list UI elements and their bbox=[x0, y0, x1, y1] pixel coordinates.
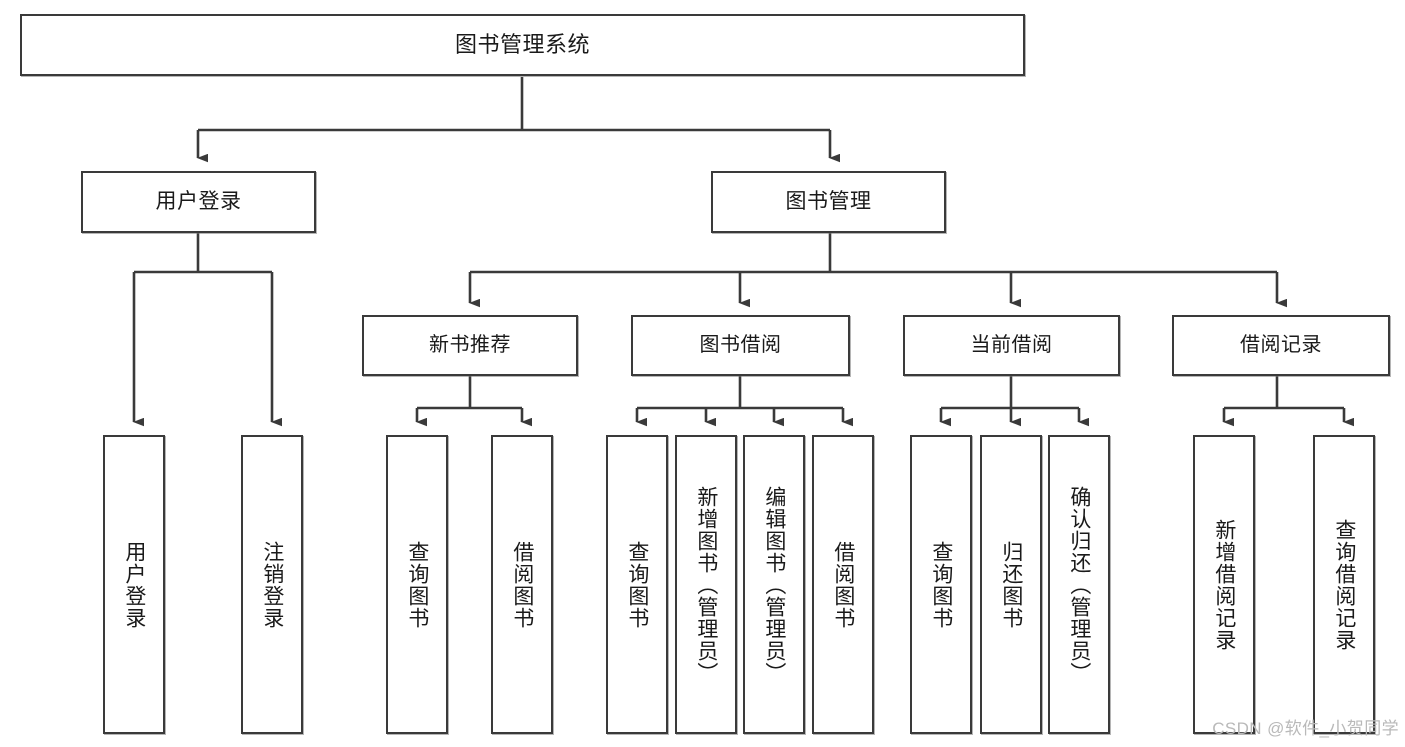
node-leaf-query-book-1[interactable]: 查询图书 bbox=[386, 435, 448, 734]
node-leaf-user-logout-label: 注销登录 bbox=[260, 540, 284, 629]
node-leaf-edit-book[interactable]: 编辑图书（管理员） bbox=[743, 435, 805, 734]
node-leaf-user-logout[interactable]: 注销登录 bbox=[241, 435, 303, 734]
node-leaf-add-record[interactable]: 新增借阅记录 bbox=[1193, 435, 1255, 734]
node-root-book-management-system[interactable]: 图书管理系统 bbox=[20, 14, 1025, 76]
node-branch-book-manage[interactable]: 图书管理 bbox=[711, 171, 946, 233]
node-leaf-borrow-book-2-label: 借阅图书 bbox=[831, 540, 855, 629]
node-leaf-borrow-book-1-label: 借阅图书 bbox=[510, 540, 534, 629]
node-leaf-borrow-book-2[interactable]: 借阅图书 bbox=[812, 435, 874, 734]
node-leaf-confirm-return-label: 确认归还（管理员） bbox=[1067, 485, 1091, 684]
node-leaf-query-book-2-label: 查询图书 bbox=[625, 540, 649, 629]
node-leaf-return-book-label: 归还图书 bbox=[999, 540, 1023, 629]
node-root-label: 图书管理系统 bbox=[454, 31, 590, 57]
node-leaf-confirm-return[interactable]: 确认归还（管理员） bbox=[1048, 435, 1110, 734]
csdn-watermark: CSDN @软件_小贺同学 bbox=[1212, 719, 1399, 738]
node-leaf-add-record-label: 新增借阅记录 bbox=[1212, 518, 1236, 651]
node-group-current-borrow[interactable]: 当前借阅 bbox=[903, 315, 1120, 376]
node-branch-book-manage-label: 图书管理 bbox=[785, 190, 872, 214]
node-leaf-add-book[interactable]: 新增图书（管理员） bbox=[675, 435, 737, 734]
node-leaf-borrow-book-1[interactable]: 借阅图书 bbox=[491, 435, 553, 734]
node-leaf-query-book-1-label: 查询图书 bbox=[405, 540, 429, 629]
node-group-new-book-recommend-label: 新书推荐 bbox=[429, 334, 511, 357]
node-leaf-query-book-3-label: 查询图书 bbox=[929, 540, 953, 629]
node-group-current-borrow-label: 当前借阅 bbox=[970, 334, 1053, 357]
node-leaf-edit-book-label: 编辑图书（管理员） bbox=[762, 485, 786, 684]
node-group-new-book-recommend[interactable]: 新书推荐 bbox=[362, 315, 578, 376]
node-leaf-add-book-label: 新增图书（管理员） bbox=[694, 485, 718, 684]
node-leaf-user-login-label: 用户登录 bbox=[122, 540, 146, 629]
node-leaf-query-record-label: 查询借阅记录 bbox=[1332, 518, 1356, 651]
node-branch-user-login-label: 用户登录 bbox=[155, 190, 242, 214]
node-branch-user-login[interactable]: 用户登录 bbox=[81, 171, 316, 233]
node-leaf-query-book-2[interactable]: 查询图书 bbox=[606, 435, 668, 734]
node-group-borrow-record[interactable]: 借阅记录 bbox=[1172, 315, 1390, 376]
node-leaf-user-login[interactable]: 用户登录 bbox=[103, 435, 165, 734]
node-leaf-query-book-3[interactable]: 查询图书 bbox=[910, 435, 972, 734]
node-leaf-query-record[interactable]: 查询借阅记录 bbox=[1313, 435, 1375, 734]
node-group-book-borrow-label: 图书借阅 bbox=[699, 334, 782, 357]
node-group-book-borrow[interactable]: 图书借阅 bbox=[631, 315, 850, 376]
node-group-borrow-record-label: 借阅记录 bbox=[1240, 334, 1322, 357]
node-leaf-return-book[interactable]: 归还图书 bbox=[980, 435, 1042, 734]
